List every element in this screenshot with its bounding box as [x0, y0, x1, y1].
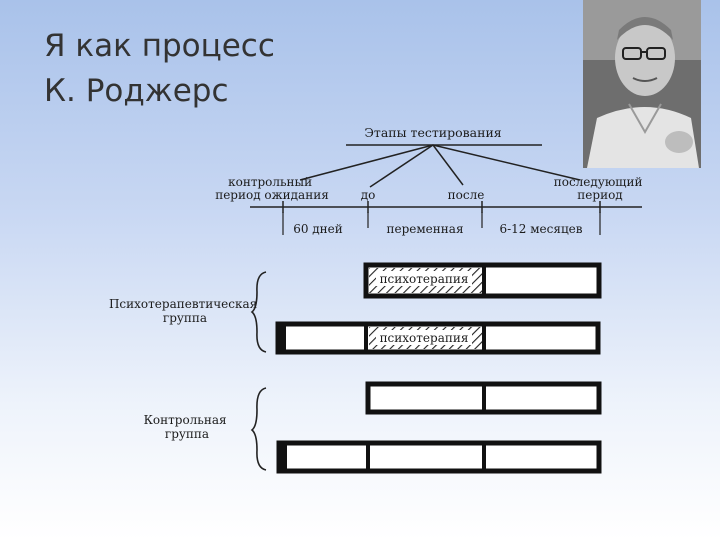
portrait-photo — [583, 0, 701, 168]
therapy-row-2-label: психотерапия — [380, 331, 469, 345]
stages-tree-branches — [299, 144, 581, 188]
therapy-row-1: психотерапия — [363, 262, 602, 299]
therapy-row-1-label-bg — [376, 271, 472, 286]
therapy-row-2: психотерапия — [275, 321, 601, 355]
slide-title: Я как процесс К. Роджерс — [44, 24, 275, 114]
control-row-1 — [365, 381, 602, 415]
portrait-icon — [583, 0, 701, 168]
duration-60-days: 60 дней — [293, 222, 343, 236]
group-label-therapy-line-2: группа — [163, 311, 207, 325]
therapy-row-1-label: психотерапия — [380, 272, 469, 286]
control-row-2-bar — [276, 440, 602, 474]
phase-label-control-wait-line-2: период ожидания — [215, 188, 329, 202]
title-line-2: К. Роджерс — [44, 73, 229, 109]
title-line-1: Я как процесс — [44, 28, 275, 64]
phase-label-followup: последующий период — [554, 175, 647, 202]
group-label-control-line-2: группа — [165, 427, 209, 441]
phase-label-after: после — [448, 188, 485, 202]
timeline-ticks — [282, 201, 601, 213]
phase-label-followup-line-1: последующий — [554, 175, 643, 189]
group-label-control: Контрольная группа — [144, 413, 231, 441]
control-row-2-wait-marker — [281, 445, 287, 469]
phase-label-control-wait: контрольный период ожидания — [215, 175, 329, 202]
phase-label-before: до — [361, 188, 376, 202]
group-label-control-line-1: Контрольная — [144, 413, 227, 427]
duration-followup: 6-12 месяцев — [499, 222, 582, 236]
group-brace-control — [250, 387, 267, 471]
group-label-therapy: Психотерапевтическая группа — [109, 297, 261, 325]
therapy-row-2-wait-marker — [280, 326, 286, 350]
phase-label-followup-line-2: период — [577, 188, 622, 202]
group-brace-therapy — [250, 271, 267, 353]
stages-title: Этапы тестирования — [364, 125, 501, 140]
duration-variable: переменная — [386, 222, 463, 236]
group-label-therapy-line-1: Психотерапевтическая — [109, 297, 257, 311]
phase-label-control-wait-line-1: контрольный — [228, 175, 312, 189]
therapy-row-2-label-bg — [376, 330, 472, 345]
control-row-2 — [276, 440, 602, 474]
